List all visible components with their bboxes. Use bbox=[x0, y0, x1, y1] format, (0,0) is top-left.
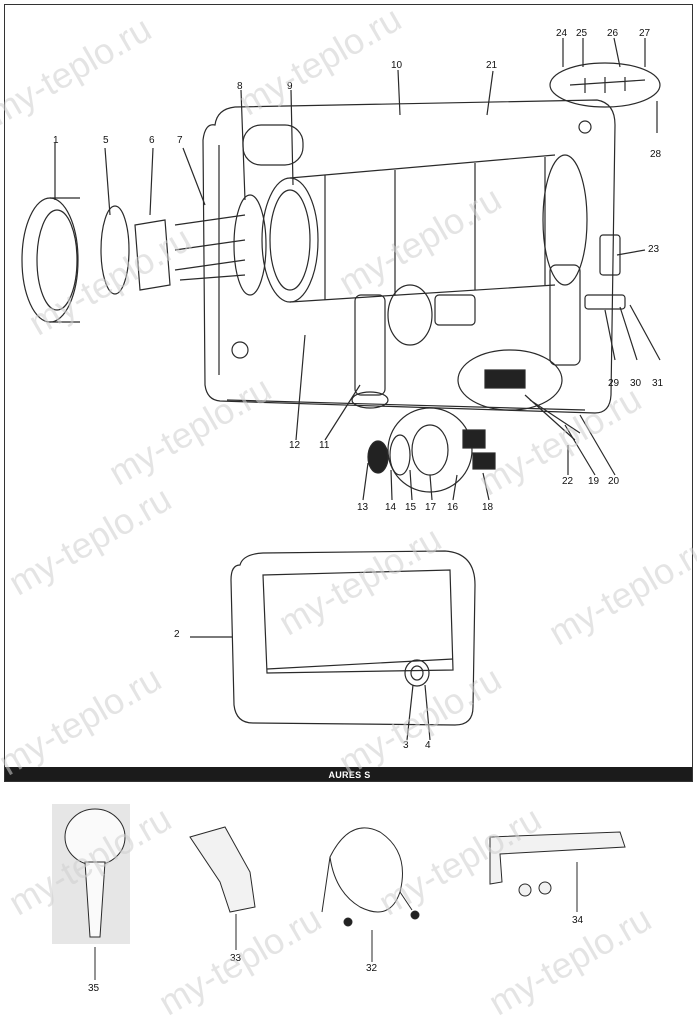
callout-3: 3 bbox=[403, 740, 409, 751]
model-name-bar: AURES S bbox=[5, 767, 692, 781]
label-33-holder: 33 bbox=[230, 953, 242, 964]
bracket bbox=[134, 219, 171, 291]
label-34-spout: 34 bbox=[572, 915, 584, 926]
callout-16: 16 bbox=[447, 502, 459, 513]
detail-circle-valve bbox=[387, 407, 473, 493]
callout-9: 9 bbox=[287, 81, 293, 92]
exploded-diagram-frame: 1 2 3 4 5 6 7 8 9 10 11 12 13 14 15 16 1… bbox=[4, 4, 693, 782]
callout-17: 17 bbox=[425, 502, 437, 513]
callout-26: 26 bbox=[607, 28, 619, 39]
callout-29: 29 bbox=[608, 378, 620, 389]
callout-23: 23 bbox=[648, 244, 660, 255]
callout-15: 15 bbox=[405, 502, 417, 513]
shower-head bbox=[64, 808, 126, 866]
callout-12: 12 bbox=[289, 440, 301, 451]
housing-back-panel bbox=[202, 99, 616, 414]
label-32-hose: 32 bbox=[366, 963, 378, 974]
heating-element bbox=[174, 214, 246, 281]
detail-circle-nozzle bbox=[549, 62, 661, 108]
callout-31: 31 bbox=[652, 378, 664, 389]
front-cap bbox=[21, 197, 79, 323]
front-cover bbox=[230, 550, 476, 726]
callout-7: 7 bbox=[177, 135, 183, 146]
callout-27: 27 bbox=[639, 28, 651, 39]
callout-10: 10 bbox=[391, 60, 403, 71]
outlet-pipe bbox=[354, 294, 386, 396]
accessories-drawing bbox=[52, 804, 626, 980]
callout-28: 28 bbox=[650, 149, 662, 160]
callout-6: 6 bbox=[149, 135, 155, 146]
callout-25: 25 bbox=[576, 28, 588, 39]
spout-pipe bbox=[489, 831, 626, 885]
callout-2: 2 bbox=[174, 629, 180, 640]
callout-14: 14 bbox=[385, 502, 397, 513]
callout-18: 18 bbox=[482, 502, 494, 513]
callout-30: 30 bbox=[630, 378, 642, 389]
callout-22: 22 bbox=[562, 476, 574, 487]
detail-circle-switch bbox=[457, 349, 563, 411]
o-ring bbox=[233, 194, 267, 296]
exploded-view-drawing bbox=[21, 37, 661, 741]
callout-24: 24 bbox=[556, 28, 568, 39]
shower-hose bbox=[329, 827, 403, 913]
callout-21: 21 bbox=[486, 60, 498, 71]
callout-20: 20 bbox=[608, 476, 620, 487]
callout-19: 19 bbox=[588, 476, 600, 487]
callout-1: 1 bbox=[53, 135, 59, 146]
gasket bbox=[100, 205, 130, 295]
label-35-shower-head: 35 bbox=[88, 983, 100, 994]
callout-13: 13 bbox=[357, 502, 369, 513]
callout-5: 5 bbox=[103, 135, 109, 146]
callout-11: 11 bbox=[319, 440, 330, 451]
callout-8: 8 bbox=[237, 81, 243, 92]
callout-4: 4 bbox=[425, 740, 431, 751]
shower-holder bbox=[189, 826, 256, 913]
